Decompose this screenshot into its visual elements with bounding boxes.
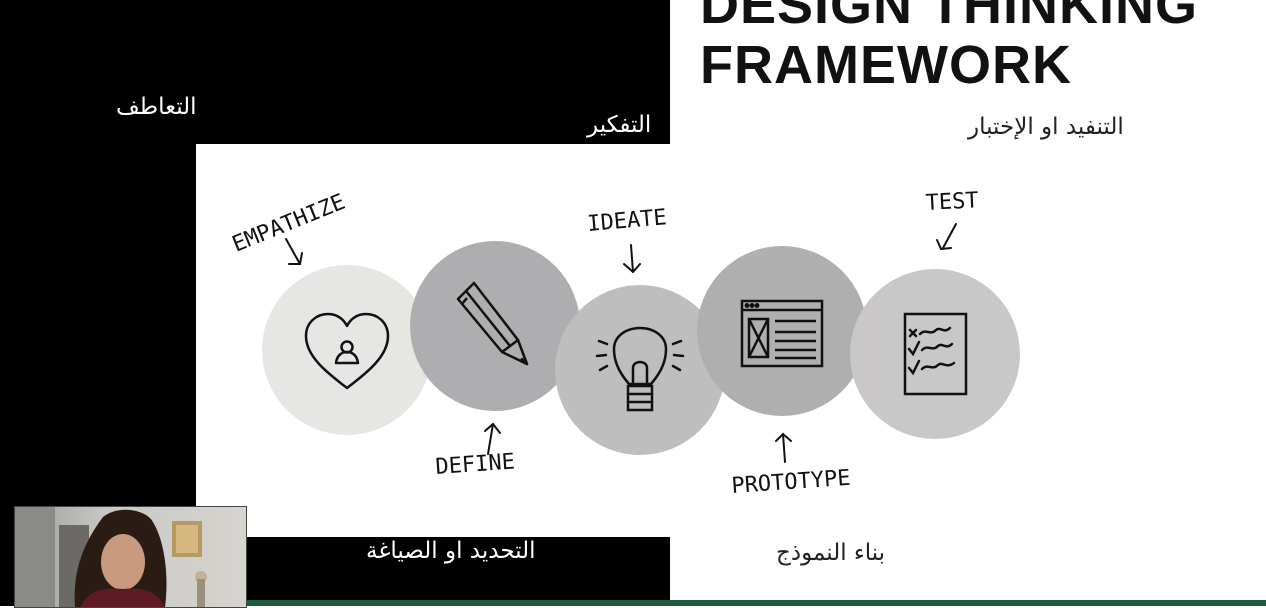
checklist-icon bbox=[903, 312, 968, 396]
arrow-down-icon bbox=[936, 223, 957, 251]
slide-title-line1: DESIGN THINKING bbox=[700, 0, 1199, 35]
browser-wireframe-icon bbox=[740, 299, 824, 368]
stage-label-test: TEST bbox=[925, 188, 979, 216]
arrow-up-icon bbox=[484, 422, 501, 455]
footer-accent-bar bbox=[244, 600, 1266, 606]
arrow-up-icon bbox=[775, 432, 792, 463]
stage-label-empathize: EMPATHIZE bbox=[229, 190, 349, 258]
stage-circle-ideate bbox=[555, 285, 725, 455]
arrow-down-icon bbox=[623, 244, 641, 274]
presenter-webcam bbox=[14, 506, 247, 608]
arrow-down-icon bbox=[285, 238, 303, 265]
heart-person-icon bbox=[304, 312, 390, 390]
stage-circle-test bbox=[850, 269, 1020, 439]
black-left-region bbox=[0, 0, 196, 606]
arabic-label-test: التنفيد او الإختبار bbox=[968, 114, 1124, 140]
black-bottom-region bbox=[244, 537, 670, 606]
design-thinking-diagram: EMPATHIZE DEFINE IDEATE PROTOTYPE TEST bbox=[229, 188, 1020, 499]
arabic-label-define: التحديد او الصياغة bbox=[366, 538, 536, 564]
stage-label-ideate: IDEATE bbox=[586, 205, 667, 237]
stage-circle-empathize bbox=[262, 265, 432, 435]
arabic-label-ideate: التفكير bbox=[587, 112, 652, 138]
lightbulb-icon bbox=[595, 326, 685, 412]
pencil-icon bbox=[456, 281, 529, 366]
slide-title-line2: FRAMEWORK bbox=[700, 35, 1072, 95]
arabic-label-prototype: بناء النموذج bbox=[776, 540, 886, 566]
stage-label-define: DEFINE bbox=[435, 450, 516, 480]
stage-label-prototype: PROTOTYPE bbox=[731, 466, 852, 499]
presenter-avatar bbox=[15, 507, 207, 607]
arabic-label-empathize: التعاطف bbox=[116, 94, 197, 120]
